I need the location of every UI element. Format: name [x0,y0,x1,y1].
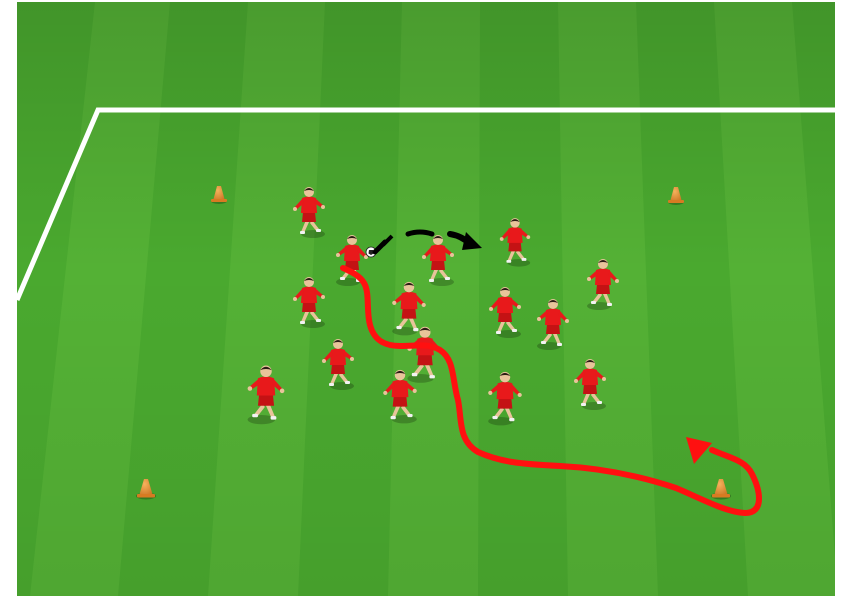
pitch [0,0,841,604]
drill-diagram [0,0,841,604]
